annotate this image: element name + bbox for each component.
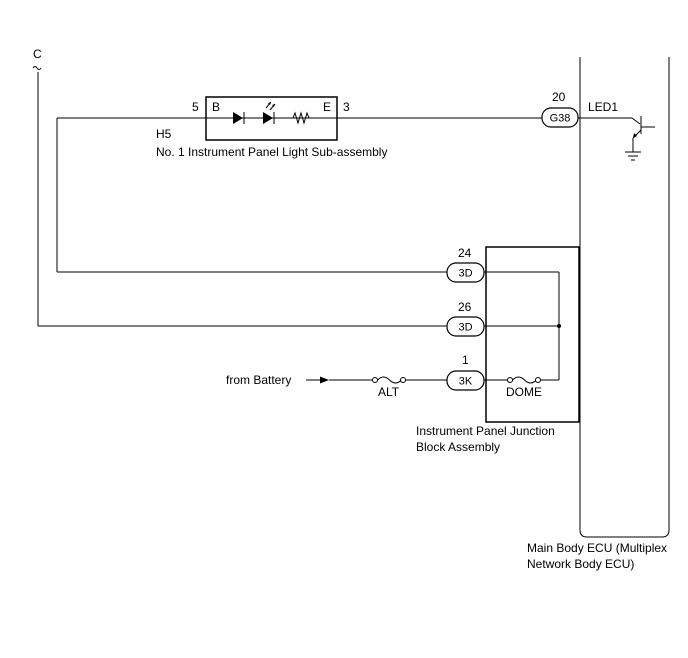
- alt-fuse-icon: [372, 376, 406, 384]
- light-pin-left-number: 5: [192, 100, 199, 114]
- svg-text:3K: 3K: [459, 376, 473, 388]
- junction-pin-1-number: 1: [462, 353, 469, 367]
- transistor-icon: [631, 116, 655, 152]
- junction-block-name-line2: Block Assembly: [416, 440, 500, 454]
- battery-arrow-icon: [306, 376, 329, 384]
- svg-text:3D: 3D: [458, 268, 472, 280]
- continuation-label: C: [33, 47, 42, 61]
- ecu-name-line1: Main Body ECU (Multiplex: [527, 541, 667, 555]
- battery-label: from Battery: [226, 373, 291, 387]
- ecu-pin-number: 20: [552, 90, 566, 104]
- junction-splice-dot: [557, 324, 561, 328]
- continuation-tilde: [32, 66, 42, 70]
- junction-connector-24: 3D: [446, 262, 485, 283]
- junction-block-name-line1: Instrument Panel Junction: [416, 424, 555, 438]
- led-icon: [263, 101, 276, 124]
- light-pin-right-name: E: [323, 100, 331, 114]
- ground-icon: [625, 151, 641, 161]
- light-pin-right-number: 3: [343, 100, 350, 114]
- junction-pin-24-number: 24: [458, 246, 472, 260]
- dome-fuse-label: DOME: [506, 385, 542, 399]
- ecu-output-label: LED1: [588, 100, 618, 114]
- diode-icon: [233, 112, 245, 124]
- resistor-icon: [290, 111, 313, 125]
- light-connector-code: H5: [156, 127, 172, 141]
- light-name: No. 1 Instrument Panel Light Sub-assembl…: [156, 145, 387, 159]
- light-pin-left-name: B: [212, 100, 220, 114]
- junction-block-box: [485, 246, 580, 423]
- main-body-ecu-outline: [579, 57, 670, 538]
- junction-connector-1: 3K: [446, 370, 485, 391]
- junction-pin-26-number: 26: [458, 300, 472, 314]
- junction-connector-26: 3D: [446, 316, 485, 337]
- dome-fuse-icon: [507, 376, 541, 384]
- ecu-name-line2: Network Body ECU): [527, 557, 634, 571]
- svg-text:3D: 3D: [458, 322, 472, 334]
- ecu-connector: G38: [541, 107, 579, 128]
- svg-text:G38: G38: [550, 113, 571, 125]
- alt-fuse-label: ALT: [378, 385, 400, 399]
